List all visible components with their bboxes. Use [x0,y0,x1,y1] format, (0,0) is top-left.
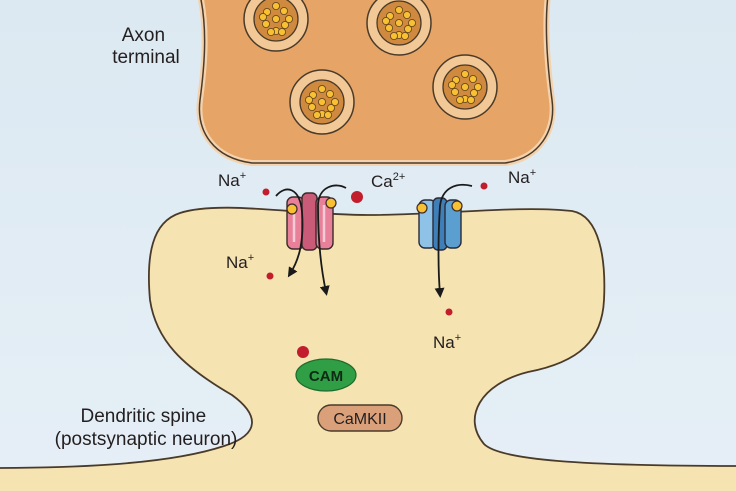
neurotransmitter-granules [258,1,483,120]
neurotransmitter-granule [280,20,290,30]
sodium-label-top-right: Na+ [508,167,536,187]
sodium-ion [445,308,453,316]
neurotransmitter-granule [394,18,404,28]
ion-channel-left [286,192,337,251]
neurotransmitter-granule [460,82,470,92]
neurotransmitter-granule [403,24,413,34]
neurotransmitter-granule [317,84,327,94]
neurotransmitter-granule [325,89,335,99]
neurotransmitter-granule [277,27,287,37]
neurotransmitter-granule [317,97,327,107]
dendritic-spine-label: Dendritic spine (postsynaptic neuron) [55,406,238,450]
neurotransmitter-granule [407,18,417,28]
neurotransmitter-granule [447,80,457,90]
calcium-flow-arrow [317,184,347,296]
neurotransmitter-granule [455,95,465,105]
neurotransmitter-granule [466,95,476,105]
axon-terminal-label: Axon terminal [112,25,180,68]
camkii-protein: CaMKII [317,404,403,432]
calcium-ion [297,346,309,358]
neurotransmitter-granule [400,31,410,41]
calcium-ion [351,191,363,203]
neurotransmitter-granule [381,16,391,26]
neurotransmitter-granule [402,10,412,20]
neurotransmitter-granule [258,12,268,22]
neurotransmitter-granule [266,27,276,37]
neurotransmitter-granule [469,88,479,98]
neurotransmitter-granule [473,82,483,92]
neurotransmitter-granule [468,74,478,84]
sodium-label-top-left: Na+ [218,170,246,190]
neurotransmitter-granule [460,69,470,79]
neurotransmitter-granule [326,103,336,113]
neurotransmitter-granule [312,110,322,120]
neurotransmitter-granule [271,1,281,11]
neurotransmitter-granule [271,14,281,24]
ion-channel-right [416,197,463,251]
neurotransmitter-granule [394,5,404,15]
camkii-label: CaMKII [333,411,386,428]
cam-protein: CAM [295,358,357,392]
neurotransmitter-granule [307,102,317,112]
neurotransmitter-granule [279,6,289,16]
dendritic-spine [0,206,736,491]
neurotransmitter-granule [304,95,314,105]
neurotransmitter-granule [323,110,333,120]
neurotransmitter-granule [330,97,340,107]
calcium-label: Ca2+ [371,171,405,191]
sodium-ion [266,272,274,280]
sodium-ion [480,182,488,190]
cam-label: CAM [309,368,343,385]
sodium-label-spine-right: Na+ [433,332,461,352]
sodium-flow-arrow-right [434,184,473,298]
neurotransmitter-granule [261,19,271,29]
neurotransmitter-granule [389,31,399,41]
neurotransmitter-granule [284,14,294,24]
neurotransmitter-granule [450,87,460,97]
sodium-flow-arrow-left [275,188,304,278]
sodium-label-spine-left: Na+ [226,252,254,272]
vesicle-2 [366,0,432,56]
sodium-ion [262,188,270,196]
neurotransmitter-granule [384,23,394,33]
